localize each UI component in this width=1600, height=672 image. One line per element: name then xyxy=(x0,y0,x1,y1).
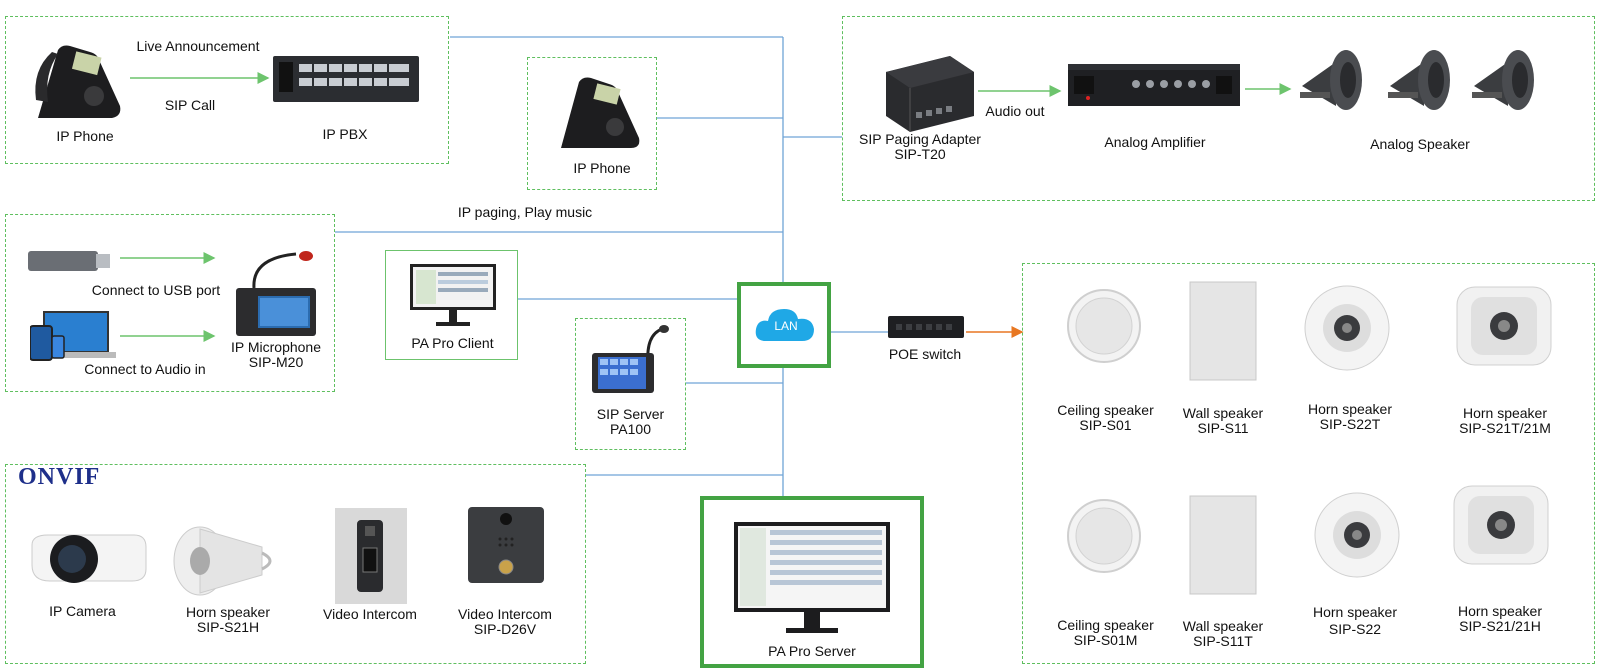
server-monitor-icon xyxy=(734,522,890,633)
video-intercom-d26v-icon xyxy=(468,507,544,583)
wall-speaker-icon xyxy=(1189,281,1257,381)
ip-pbx-label: IP PBX xyxy=(322,126,368,142)
usb-label: Connect to USB port xyxy=(91,282,221,298)
speaker-model: SIP-S21T/21M xyxy=(1459,420,1551,436)
horn-speaker-square-icon xyxy=(1456,286,1552,366)
sip-call-label: SIP Call xyxy=(164,97,216,113)
sip-paging-adapter-icon xyxy=(886,56,974,132)
speaker-label: Horn speaker xyxy=(1307,401,1393,417)
ip-paging-label: IP paging, Play music xyxy=(457,204,593,220)
horn-speaker-s21h-label-1: Horn speaker xyxy=(185,604,271,620)
ceiling-speaker-icon xyxy=(1067,499,1141,573)
video-intercom-label: Video Intercom xyxy=(323,606,417,622)
devices-icon xyxy=(30,311,116,361)
horn-speaker-square-icon xyxy=(1453,485,1549,565)
video-intercom-d26v-label-2: SIP-D26V xyxy=(473,621,537,637)
pa-pro-client-label: PA Pro Client xyxy=(411,335,494,351)
ip-microphone-label-2: SIP-M20 xyxy=(248,354,304,370)
sip-server-label-1: SIP Server xyxy=(596,406,665,422)
ip-phone-icon xyxy=(35,45,121,118)
poe-switch-label: POE switch xyxy=(888,346,962,362)
analog-speaker-icon xyxy=(1300,50,1534,110)
monitor-icon xyxy=(410,264,496,326)
speaker-model: SIP-S22T xyxy=(1319,416,1381,432)
speaker-label: Wall speaker xyxy=(1182,618,1264,634)
paging-adapter-label-1: SIP Paging Adapter xyxy=(859,131,981,147)
speaker-model: SIP-S11T xyxy=(1193,633,1253,649)
horn-speaker-icon xyxy=(1314,492,1400,578)
lan-label: LAN xyxy=(774,319,798,333)
ip-speakers-group xyxy=(1022,263,1595,664)
sip-call-group xyxy=(5,16,449,164)
ip-phone-mid-label: IP Phone xyxy=(573,160,631,176)
lan-cloud-icon xyxy=(755,309,814,341)
ceiling-speaker-icon xyxy=(1067,289,1141,363)
speaker-model: SIP-S21/21H xyxy=(1459,618,1541,634)
ip-camera-label: IP Camera xyxy=(49,603,116,619)
video-intercom-d26v-label-1: Video Intercom xyxy=(458,606,552,622)
ip-camera-icon xyxy=(31,534,147,583)
microphone-group xyxy=(5,214,335,392)
speaker-label: Ceiling speaker xyxy=(1057,402,1154,418)
ip-microphone-label-1: IP Microphone xyxy=(230,339,321,355)
horn-speaker-icon xyxy=(1304,285,1390,371)
speaker-label: Wall speaker xyxy=(1182,405,1264,421)
sip-server-label-2: PA100 xyxy=(610,421,651,437)
audio-out-label: Audio out xyxy=(985,103,1045,119)
live-announcement-label: Live Announcement xyxy=(136,38,260,54)
ip-pbx-icon xyxy=(273,56,419,102)
analog-paging-group xyxy=(842,16,1595,201)
speaker-label: Horn speaker xyxy=(1312,604,1398,620)
analog-speaker-label: Analog Speaker xyxy=(1370,136,1470,152)
ip-phone-label: IP Phone xyxy=(56,128,114,144)
onvif-logo: ONVIF xyxy=(18,464,101,490)
paging-adapter-label-2: SIP-T20 xyxy=(894,146,946,162)
pa-pro-server-label: PA Pro Server xyxy=(768,643,856,659)
analog-amplifier-label: Analog Amplifier xyxy=(1104,134,1206,150)
ip-phone-icon xyxy=(561,77,640,148)
analog-amplifier-icon xyxy=(1068,64,1240,106)
sip-server-group xyxy=(575,318,686,450)
speaker-label: Horn speaker xyxy=(1462,405,1548,421)
horn-speaker-icon xyxy=(173,526,272,596)
video-intercom-icon xyxy=(335,508,407,604)
audio-in-label: Connect to Audio in xyxy=(84,361,206,377)
onvif-group xyxy=(5,464,586,664)
usb-drive-icon xyxy=(28,251,110,271)
poe-switch-icon xyxy=(888,316,964,338)
speaker-label: Horn speaker xyxy=(1457,603,1543,619)
sip-server-icon xyxy=(592,325,669,393)
ip-microphone-icon xyxy=(236,251,316,336)
speaker-model: SIP-S01 xyxy=(1079,417,1132,433)
wall-speaker-icon xyxy=(1189,495,1257,595)
speaker-model: SIP-S11 xyxy=(1197,420,1249,436)
ip-phone-group xyxy=(527,57,657,190)
speaker-model: SIP-S22 xyxy=(1328,621,1382,637)
speaker-label: Ceiling speaker xyxy=(1057,617,1154,633)
speaker-model: SIP-S01M xyxy=(1073,632,1138,648)
horn-speaker-s21h-label-2: SIP-S21H xyxy=(196,619,260,635)
